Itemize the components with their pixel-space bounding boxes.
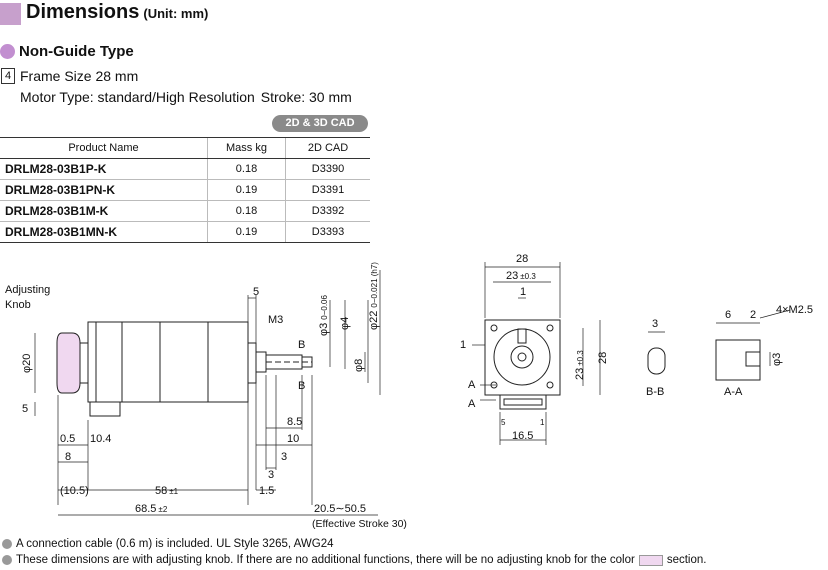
aa-dim-2: 2	[750, 309, 756, 321]
front-view-shape	[484, 319, 561, 396]
note-text-end: section.	[666, 554, 707, 566]
motor-spec: Motor Type: standard/High Resolution Stro…	[20, 89, 352, 105]
dim-phi3: φ30−0.06	[318, 294, 330, 336]
table-header-row: Product Name Mass kg 2D CAD	[0, 137, 370, 159]
bullet-icon	[2, 539, 12, 549]
table-row: DRLM28-03B1MN-K 0.19 D3393	[0, 221, 370, 243]
aa-thread-label: 4×M2.5	[776, 304, 813, 316]
frame-label: Frame Size 28 mm	[20, 68, 139, 84]
stroke-spec: Stroke: 30 mm	[260, 89, 352, 105]
cad-link[interactable]: D3393	[285, 221, 370, 243]
cad-download-button[interactable]: 2D & 3D CAD	[272, 115, 368, 132]
motor-body-shape	[87, 321, 161, 403]
title-text: Dimensions	[26, 1, 140, 23]
m3-label: M3	[268, 314, 283, 326]
col-cad: 2D CAD	[285, 137, 370, 159]
product-name: DRLM28-03B1P-K	[0, 158, 208, 180]
circle-icon	[0, 44, 15, 59]
table-row: DRLM28-03B1PN-K 0.19 D3391	[0, 179, 370, 201]
front-dim-23-side: 23±0.3	[574, 350, 586, 380]
bb-name: B-B	[646, 386, 664, 398]
aa-section-shape	[715, 339, 761, 381]
dim-10-4: 10.4	[90, 433, 111, 445]
front-dim-16-5: 16.5	[512, 430, 533, 442]
dim-0-5: 0.5	[60, 433, 75, 445]
note-text: A connection cable (0.6 m) is included. …	[16, 538, 334, 550]
aa-dim-phi3: φ3	[771, 353, 783, 366]
col-product-name: Product Name	[0, 137, 208, 159]
dim-5-left: 5	[22, 403, 28, 415]
unit-label: (Unit: mm)	[143, 6, 209, 21]
dim-phi8: φ8	[353, 359, 365, 372]
col-mass: Mass kg	[207, 137, 286, 159]
frame-number-badge: 4	[1, 68, 15, 84]
dim-1-5: 1.5	[259, 485, 274, 497]
motor-type: Motor Type: standard/High Resolution	[20, 89, 255, 105]
front-dim-1-left: 1	[460, 339, 466, 351]
mass-value: 0.18	[207, 200, 286, 222]
dim-10: 10	[287, 433, 299, 445]
dim-3b: 3	[268, 469, 274, 481]
note-cable: A connection cable (0.6 m) is included. …	[2, 538, 334, 550]
cad-link[interactable]: D3391	[285, 179, 370, 201]
type-heading: Non-Guide Type	[0, 43, 134, 60]
front-dim-28-side: 28	[597, 352, 609, 364]
front-dim-28: 28	[516, 253, 528, 265]
stroke-range: 20.5∼50.5	[314, 503, 366, 515]
knob-label-1: Adjusting	[5, 284, 50, 296]
note-knob: These dimensions are with adjusting knob…	[2, 554, 706, 566]
pin-5-label: 5	[501, 418, 506, 427]
dim-58: 58±1	[155, 485, 179, 497]
color-swatch	[638, 554, 663, 566]
dim-5-top: 5	[253, 286, 259, 298]
dim-10-5: (10.5)	[60, 485, 89, 497]
section-a-1: A	[468, 379, 476, 391]
product-name: DRLM28-03B1PN-K	[0, 179, 208, 201]
table-row: DRLM28-03B1M-K 0.18 D3392	[0, 200, 370, 222]
cad-link[interactable]: D3392	[285, 200, 370, 222]
stroke-effective: (Effective Stroke 30)	[312, 518, 407, 530]
section-b-top: B	[298, 339, 305, 351]
page-title: Dimensions(Unit: mm)	[26, 1, 208, 24]
front-dim-1: 1	[520, 286, 526, 298]
product-table: Product Name Mass kg 2D CAD DRLM28-03B1P…	[0, 137, 370, 243]
dim-68-5: 68.5±2	[135, 503, 168, 515]
dim-8-5: 8.5	[287, 416, 302, 428]
cad-link[interactable]: D3390	[285, 158, 370, 180]
dim-8: 8	[65, 451, 71, 463]
dimension-drawing: Adjusting Knob φ20 5 0.5 10.4 8 (10.5) 5…	[5, 253, 813, 530]
dim-d20: φ20	[21, 354, 33, 373]
product-name: DRLM28-03B1MN-K	[0, 221, 208, 243]
adjusting-knob-shape	[56, 332, 81, 394]
dim-phi22: φ220−0.021 (h7)	[368, 262, 380, 330]
mass-value: 0.18	[207, 158, 286, 180]
knob-label-2: Knob	[5, 299, 31, 311]
section-a-2: A	[468, 398, 476, 410]
front-dim-23: 23±0.3	[506, 270, 536, 282]
aa-name: A-A	[724, 386, 743, 398]
dim-3: 3	[281, 451, 287, 463]
header-color-block	[0, 3, 21, 25]
bullet-icon	[2, 555, 12, 565]
pin-1-label: 1	[540, 418, 545, 427]
table-row: DRLM28-03B1P-K 0.18 D3390	[0, 158, 370, 180]
mass-value: 0.19	[207, 179, 286, 201]
dim-phi4: φ4	[339, 317, 351, 330]
bb-dim-3: 3	[652, 318, 658, 330]
mass-value: 0.19	[207, 221, 286, 243]
product-name: DRLM28-03B1M-K	[0, 200, 208, 222]
frame-heading: 4 Frame Size 28 mm	[1, 68, 138, 84]
bb-section-shape	[647, 347, 666, 375]
type-label: Non-Guide Type	[19, 43, 134, 60]
section-b-bottom: B	[298, 380, 305, 392]
note-text: These dimensions are with adjusting knob…	[16, 554, 635, 566]
aa-dim-6: 6	[725, 309, 731, 321]
